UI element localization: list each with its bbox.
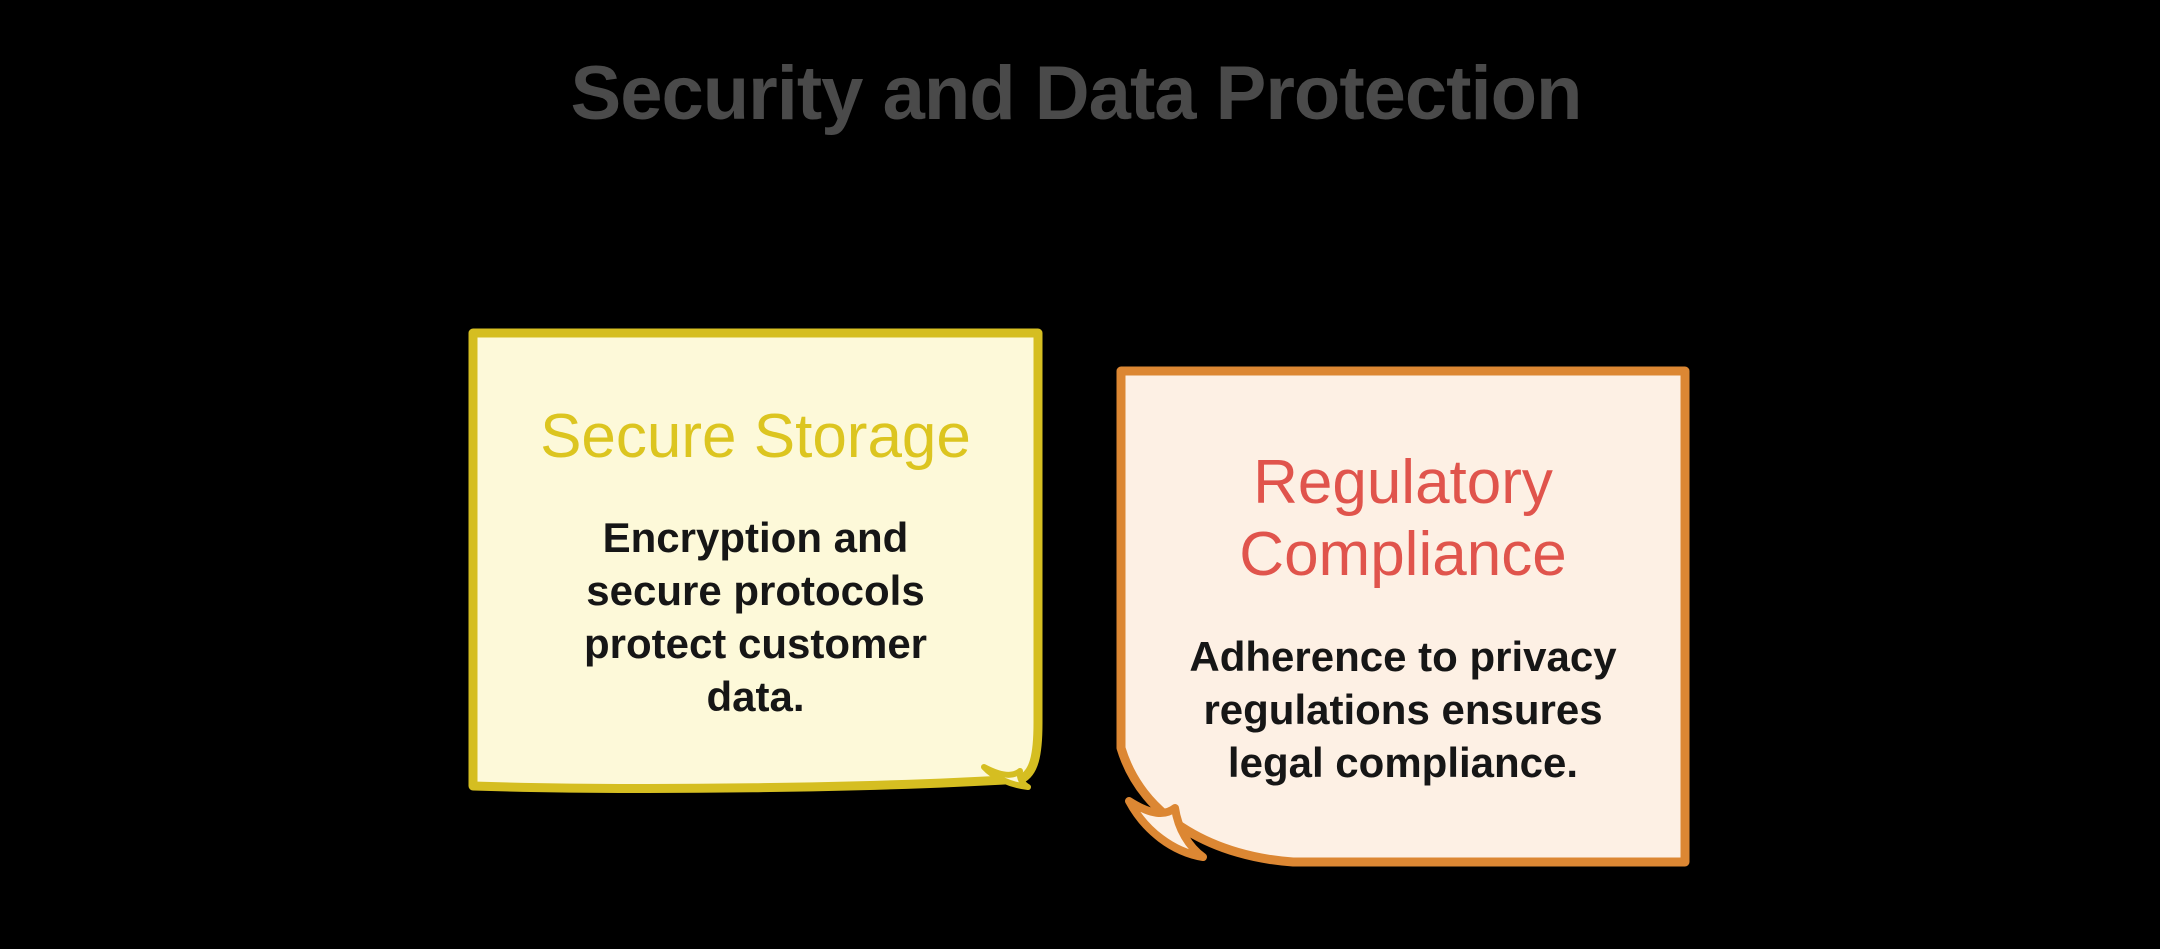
sticky-note-shape-orange — [1116, 366, 1690, 867]
note-curl-flap-icon — [981, 764, 1031, 790]
note-title-secure-storage: Secure Storage — [540, 402, 971, 471]
note-curl-flap-icon — [1125, 797, 1207, 861]
note-outline-icon — [1116, 366, 1690, 867]
diagram-title: Security and Data Protection — [570, 51, 1583, 136]
sticky-note-shape-yellow — [468, 328, 1043, 793]
note-outline-icon — [468, 328, 1043, 793]
